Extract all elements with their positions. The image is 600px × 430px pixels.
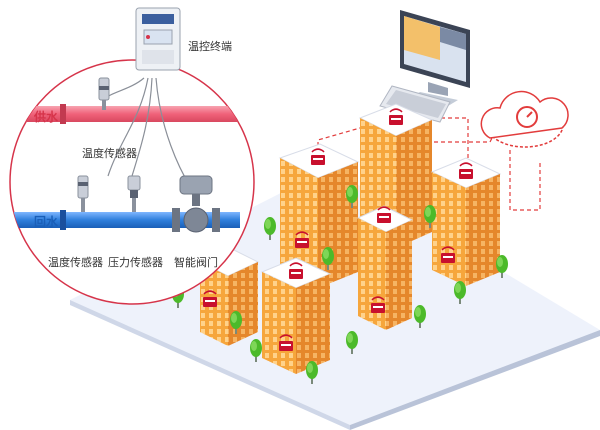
- valve-icon: [172, 175, 220, 233]
- return-pipe: [10, 212, 240, 228]
- cloud-icon: [480, 82, 569, 148]
- smart-valve-label: 智能阀门: [174, 256, 218, 269]
- keyboard-icon: [379, 85, 451, 123]
- temp-sensor-top-label: 温度传感器: [82, 147, 137, 160]
- supply-label: 供水: [34, 110, 59, 124]
- supply-pipe: [10, 106, 240, 122]
- sensor-icon: [77, 175, 89, 212]
- detail-inset: [9, 59, 255, 305]
- sensor-icon: [98, 77, 110, 110]
- ground-platform: [70, 168, 600, 425]
- temp-sensor-bottom-label: 温度传感器: [48, 256, 103, 269]
- return-label: 回水: [34, 215, 59, 229]
- electric-meter-icon: [135, 7, 181, 71]
- building-3: [430, 157, 502, 286]
- building-5: [260, 257, 332, 374]
- building-4: [356, 205, 414, 330]
- sensor-icon: [127, 175, 141, 212]
- pressure-sensor-label: 压力传感器: [108, 256, 163, 269]
- terminal-label: 温控终端: [188, 40, 232, 53]
